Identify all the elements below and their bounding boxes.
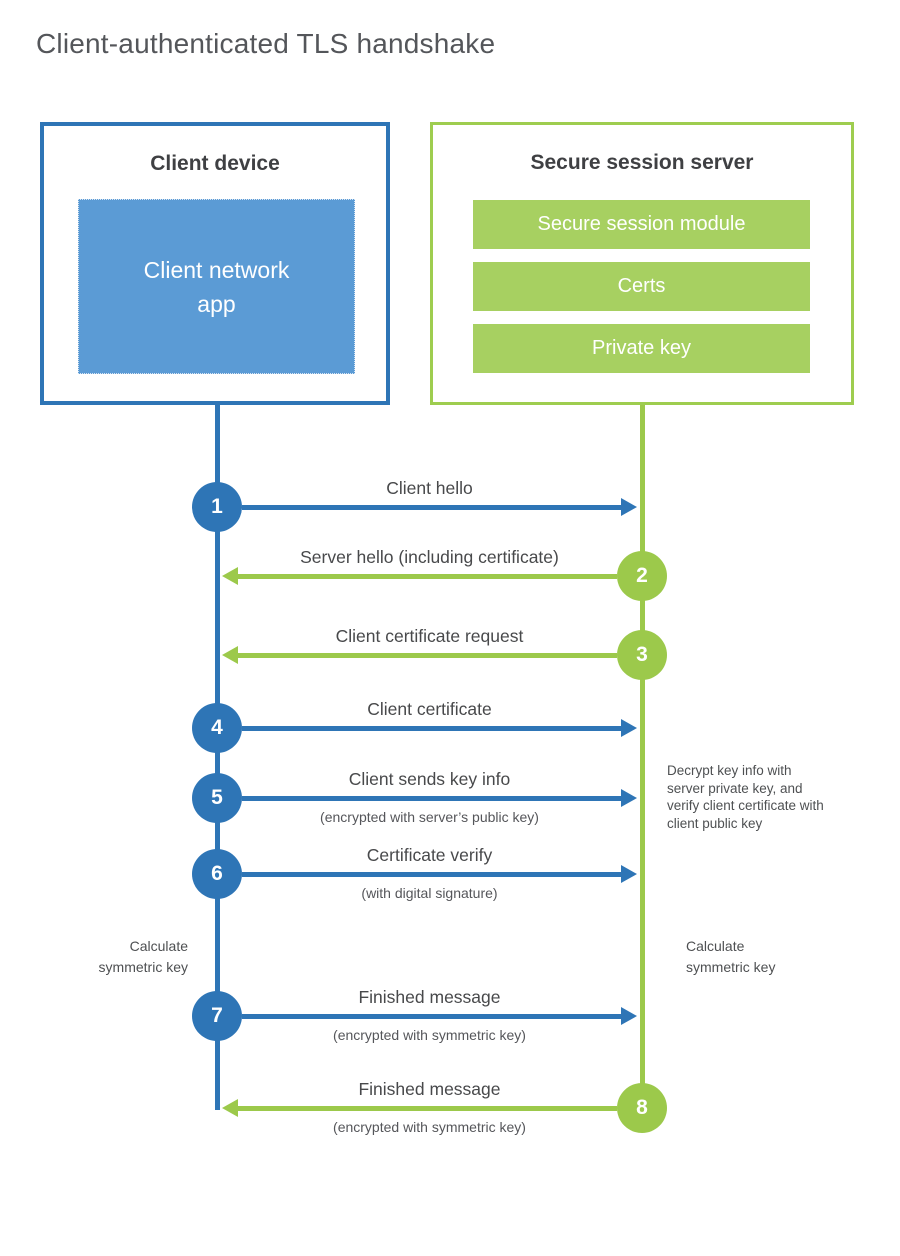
step-3-arrowhead-icon xyxy=(222,646,238,664)
step-8-arrow-line xyxy=(238,1106,617,1111)
step-1-arrow-line xyxy=(242,505,621,510)
step-4-badge: 4 xyxy=(192,703,242,753)
step-6-arrow-line xyxy=(242,872,621,877)
step-4-arrow-line xyxy=(242,726,621,731)
step-number: 2 xyxy=(636,564,648,587)
server-module-bar: Secure session module xyxy=(473,200,810,249)
client-device-heading: Client device xyxy=(150,152,280,175)
step-3-badge: 3 xyxy=(617,630,667,680)
step-number: 4 xyxy=(211,716,223,739)
step-3-label: Client certificate request xyxy=(335,626,524,646)
step-6-badge: 6 xyxy=(192,849,242,899)
step-2-badge: 2 xyxy=(617,551,667,601)
step-number: 3 xyxy=(636,643,648,666)
step-1-label: Client hello xyxy=(386,478,473,498)
step-5-arrow-line xyxy=(242,796,621,801)
step-2-arrowhead-icon xyxy=(222,567,238,585)
step-7-badge: 7 xyxy=(192,991,242,1041)
client-lifeline xyxy=(214,405,220,1110)
step-7-arrow-line xyxy=(242,1014,621,1019)
step-4-arrowhead-icon xyxy=(621,719,637,737)
step-3-arrow-line xyxy=(238,653,617,658)
server-module-bar: Private key xyxy=(473,324,810,373)
step-5-arrowhead-icon xyxy=(621,789,637,807)
step-8-badge: 8 xyxy=(617,1083,667,1133)
step-number: 8 xyxy=(636,1096,648,1119)
step-1-badge: 1 xyxy=(192,482,242,532)
step-4-label: Client certificate xyxy=(367,699,492,719)
client-calculate-symmetric-key-note: Calculate symmetric key xyxy=(98,938,188,975)
step-8-sublabel: (encrypted with symmetric key) xyxy=(333,1119,526,1135)
step-5-badge: 5 xyxy=(192,773,242,823)
step-5-label: Client sends key info xyxy=(348,769,511,789)
step-number: 5 xyxy=(211,786,223,809)
step-1-arrowhead-icon xyxy=(621,498,637,516)
step-2-label: Server hello (including certificate) xyxy=(300,547,559,567)
step-6-sublabel: (with digital signature) xyxy=(361,885,498,901)
secure-session-server-heading: Secure session server xyxy=(530,151,754,174)
step-6-arrowhead-icon xyxy=(621,865,637,883)
step-5-sublabel: (encrypted with server’s public key) xyxy=(320,809,539,825)
step-number: 6 xyxy=(211,862,223,885)
server-module-bar: Certs xyxy=(473,262,810,311)
step-7-arrowhead-icon xyxy=(621,1007,637,1025)
step-7-sublabel: (encrypted with symmetric key) xyxy=(333,1027,526,1043)
step-7-label: Finished message xyxy=(358,987,501,1007)
server-calculate-symmetric-key-note: Calculate symmetric key xyxy=(686,938,776,975)
step-6-label: Certificate verify xyxy=(366,845,493,865)
server-lifeline xyxy=(639,405,645,1108)
step-2-arrow-line xyxy=(238,574,617,579)
step-number: 1 xyxy=(211,495,223,518)
step-number: 7 xyxy=(211,1004,223,1027)
page-title: Client-authenticated TLS handshake xyxy=(36,28,496,59)
step-8-label: Finished message xyxy=(358,1079,501,1099)
client-network-app-box: Client network app xyxy=(78,199,355,374)
server-decrypt-note: Decrypt key info with server private key… xyxy=(667,763,824,831)
step-8-arrowhead-icon xyxy=(222,1099,238,1117)
